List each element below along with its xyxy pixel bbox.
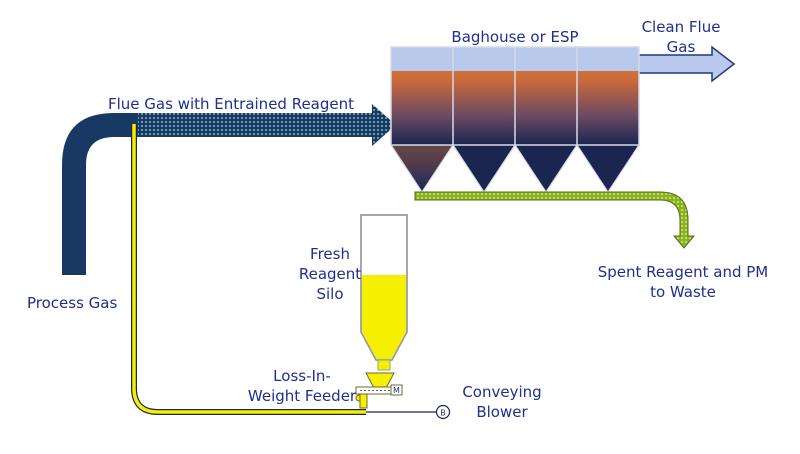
spent-reagent-conveyor xyxy=(414,191,696,249)
silo-label-line3: Silo xyxy=(316,285,344,303)
baghouse xyxy=(390,46,640,194)
feeder-label: Loss-In- Weight Feeder xyxy=(242,366,362,406)
silo-label-line1: Fresh xyxy=(310,245,350,263)
flue-gas-duct xyxy=(138,104,396,146)
spent-reagent-label-line2: to Waste xyxy=(650,283,716,301)
loss-in-weight-feeder: M xyxy=(355,372,403,409)
conveying-blower: B xyxy=(435,404,451,420)
feeder-label-line2: Weight Feeder xyxy=(247,387,357,405)
silo-label: Fresh Reagent Silo xyxy=(290,244,370,304)
clean-flue-gas-arrow xyxy=(637,45,736,83)
blower-label-line1: Conveying xyxy=(462,383,542,401)
spent-reagent-label: Spent Reagent and PM to Waste xyxy=(588,262,778,302)
blower-symbol: B xyxy=(440,409,446,418)
flue-gas-label: Flue Gas with Entrained Reagent xyxy=(108,95,355,113)
blower-label-line2: Blower xyxy=(476,403,528,421)
process-gas-label: Process Gas xyxy=(27,294,118,312)
feeder-motor-symbol: M xyxy=(393,386,400,395)
clean-flue-gas-label: Clean Flue Gas xyxy=(626,17,736,57)
feeder-label-line1: Loss-In- xyxy=(273,367,331,385)
clean-flue-gas-label-line1: Clean Flue xyxy=(641,18,721,36)
fresh-reagent-silo xyxy=(360,214,408,371)
spent-reagent-label-line1: Spent Reagent and PM xyxy=(597,263,769,281)
baghouse-label: Baghouse or ESP xyxy=(451,28,579,46)
blower-label: Conveying Blower xyxy=(452,382,552,422)
silo-label-line2: Reagent xyxy=(298,265,362,283)
clean-flue-gas-label-line2: Gas xyxy=(666,38,696,56)
process-gas-duct xyxy=(62,113,138,275)
